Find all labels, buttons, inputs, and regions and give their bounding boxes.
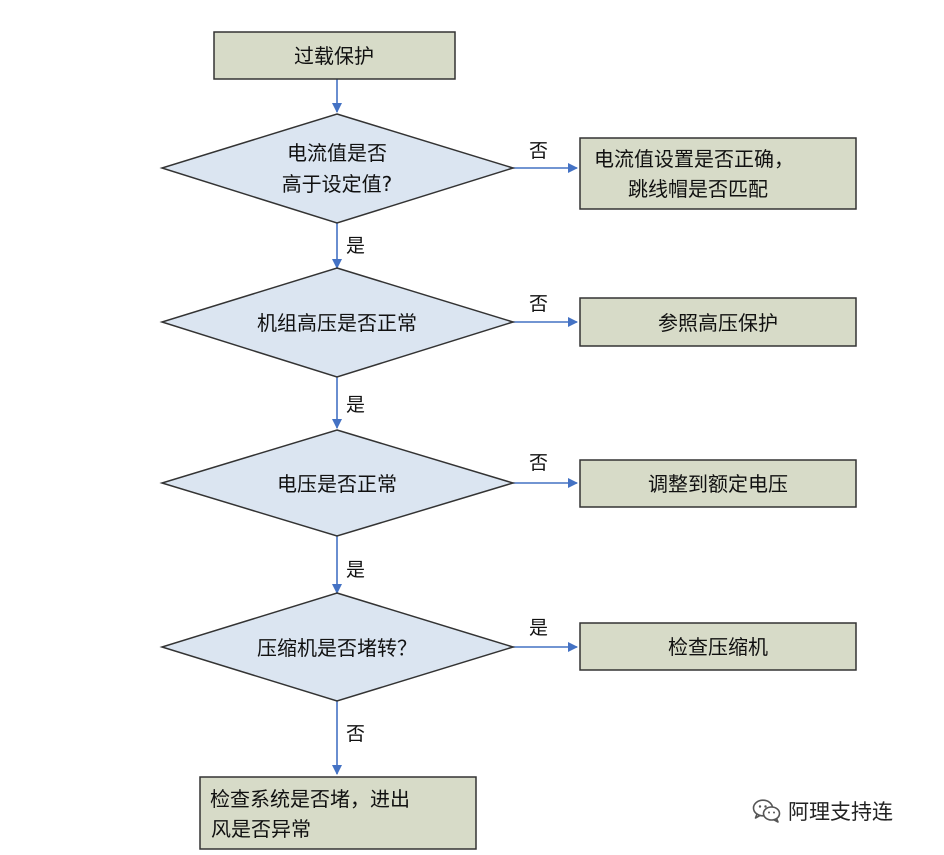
edge-label-d4-no: 否 xyxy=(346,723,365,745)
final-label-line2: 风是否异常 xyxy=(211,817,311,841)
decision-voltage: 电压是否正常 xyxy=(159,429,516,537)
check-current-label-line1: 电流值设置是否正确， xyxy=(594,147,794,171)
edge-label-d2-no: 否 xyxy=(529,293,548,315)
start-node: 过载保护 xyxy=(213,31,456,80)
action-compressor-node: 检查压缩机 xyxy=(579,622,857,671)
decision-current: 电流值是否 高于设定值? xyxy=(159,113,516,224)
action-voltage-label: 调整到额定电压 xyxy=(648,472,788,496)
action-hv-node: 参照高压保护 xyxy=(579,297,857,347)
decision-voltage-label: 电压是否正常 xyxy=(277,472,397,496)
decision-hv-label: 机组高压是否正常 xyxy=(257,311,417,335)
action-compressor-label: 检查压缩机 xyxy=(668,635,768,659)
final-label-line1: 检查系统是否堵，进出 xyxy=(210,787,410,811)
check-current-node: 电流值设置是否正确， 跳线帽是否匹配 xyxy=(579,137,857,210)
decision-current-label-line1: 电流值是否 xyxy=(287,141,387,165)
start-node-label: 过载保护 xyxy=(294,44,374,68)
edge-label-d3-no: 否 xyxy=(529,452,548,474)
connectors xyxy=(332,79,578,775)
edge-label-d4-yes: 是 xyxy=(529,617,548,639)
edge-label-d2-yes: 是 xyxy=(346,394,365,416)
decision-hv: 机组高压是否正常 xyxy=(159,267,516,378)
action-hv-label: 参照高压保护 xyxy=(658,311,778,335)
action-voltage-node: 调整到额定电压 xyxy=(579,459,857,508)
decision-compressor-label: 压缩机是否堵转？ xyxy=(257,636,417,660)
watermark: 阿理支持连 xyxy=(752,796,893,826)
final-node: 检查系统是否堵，进出 风是否异常 xyxy=(199,776,477,850)
wechat-icon xyxy=(752,799,781,823)
edge-label-d3-yes: 是 xyxy=(346,559,365,581)
check-current-label-line2: 跳线帽是否匹配 xyxy=(628,177,768,201)
edge-label-d1-no: 否 xyxy=(529,140,548,162)
watermark-text: 阿理支持连 xyxy=(788,800,893,824)
decision-current-label-line2: 高于设定值? xyxy=(282,172,393,196)
decision-compressor: 压缩机是否堵转？ xyxy=(159,592,516,702)
edge-label-d1-yes: 是 xyxy=(346,235,365,257)
